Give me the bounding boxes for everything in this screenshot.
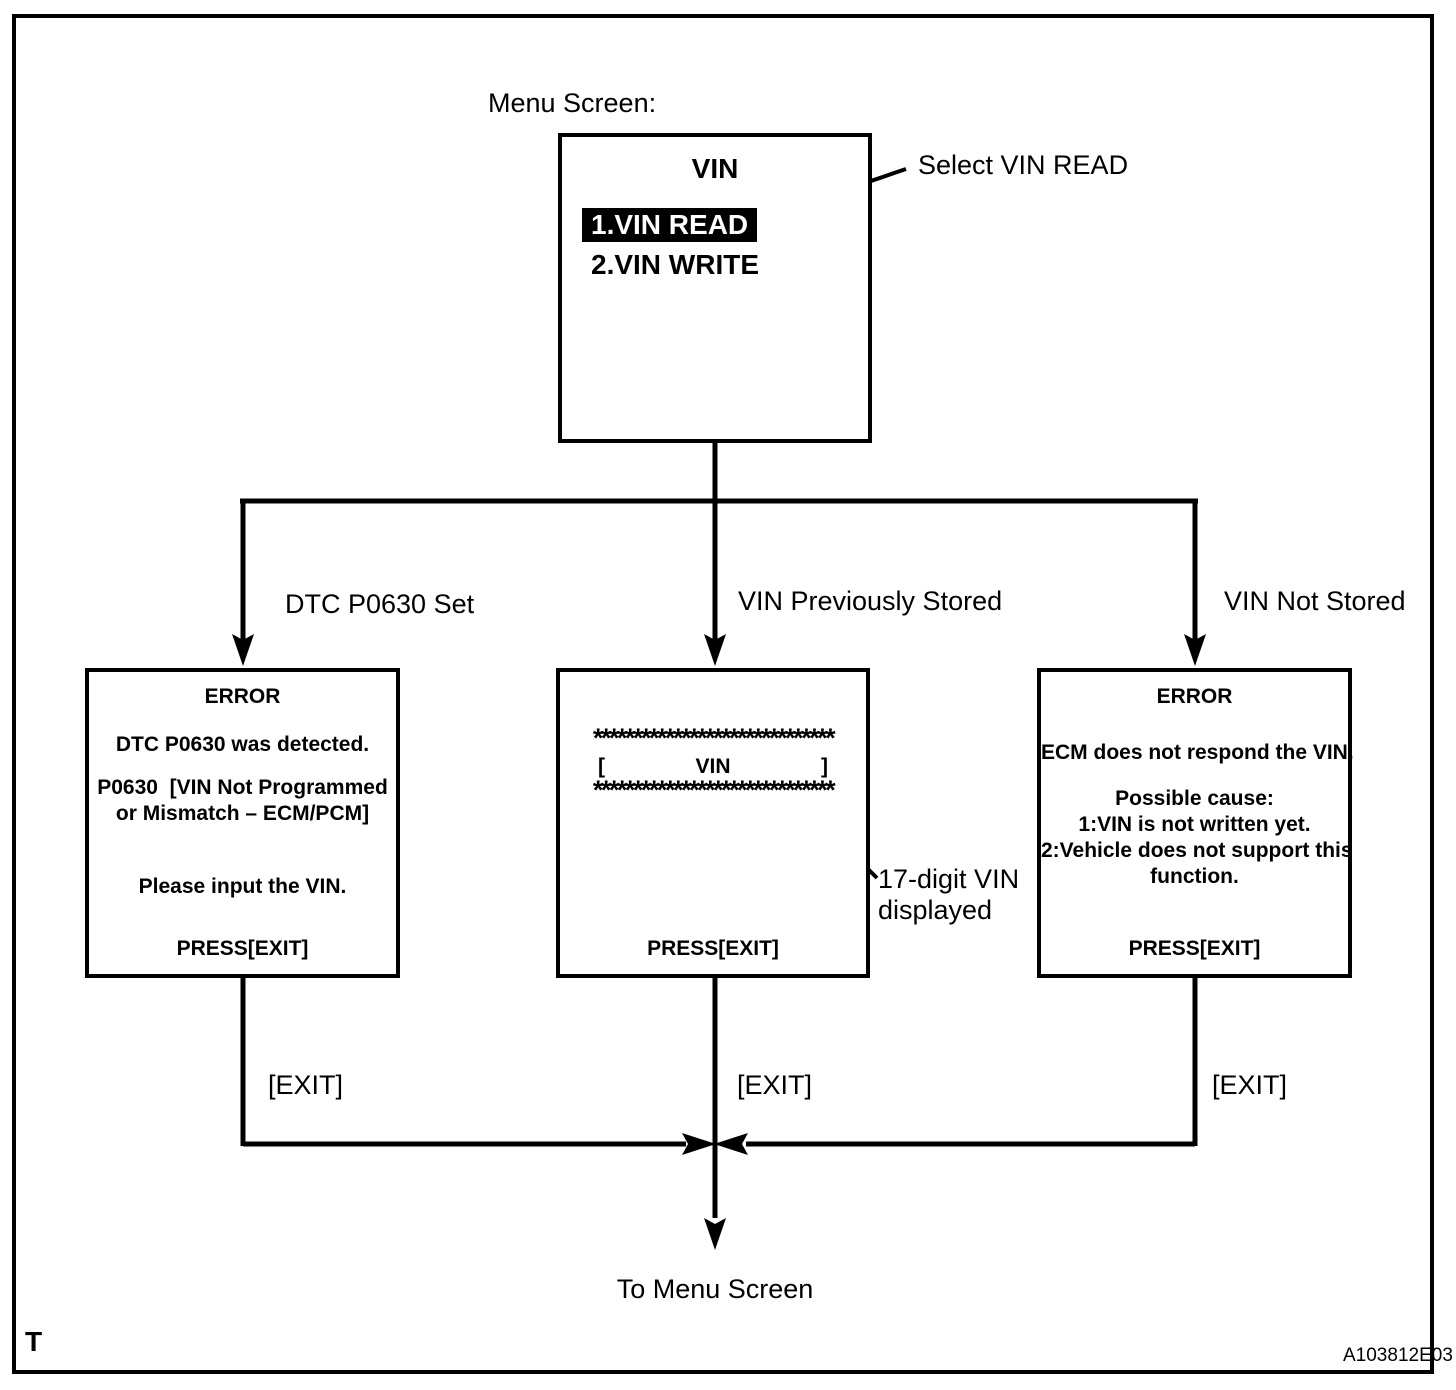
error-dtc-line2: P0630 [VIN Not Programmed bbox=[97, 776, 388, 799]
error-dtc-box: ERROR DTC P0630 was detected. P0630 [VIN… bbox=[85, 668, 400, 978]
error-dtc-footer: PRESS[EXIT] bbox=[176, 937, 309, 960]
select-vin-read-callout: Select VIN READ bbox=[918, 150, 1129, 180]
vin-displayed-callout-line2: displayed bbox=[878, 895, 993, 925]
arrowhead-to-menu bbox=[704, 1218, 726, 1250]
menu-screen-box: VIN 1.VIN READ 2.VIN WRITE bbox=[558, 133, 872, 443]
error-dtc-line1: DTC P0630 was detected. bbox=[115, 733, 370, 756]
vin-stars-bottom: ****************************** bbox=[592, 775, 836, 805]
arrowhead-merge-left bbox=[714, 1133, 748, 1155]
error-dtc-title: ERROR bbox=[204, 685, 281, 708]
vin-displayed-callout-line1: 17-digit VIN bbox=[878, 864, 1020, 894]
page-border bbox=[12, 14, 1434, 1374]
arrowhead-right-box bbox=[1184, 634, 1206, 666]
menu-item-vin-read: 1.VIN READ bbox=[582, 208, 758, 242]
error-ecm-line5: function. bbox=[1150, 865, 1239, 888]
vin-bracket-open: [ bbox=[598, 755, 605, 778]
branch-label-dtc-set: DTC P0630 Set bbox=[285, 589, 475, 619]
vin-display-footer: PRESS[EXIT] bbox=[647, 937, 779, 960]
branch-label-vin-stored: VIN Previously Stored bbox=[738, 586, 1003, 616]
menu-item-vin-write: 2.VIN WRITE bbox=[591, 249, 760, 280]
vin-display-box: ****************************** [ VIN ] *… bbox=[556, 668, 870, 978]
error-ecm-footer: PRESS[EXIT] bbox=[1128, 937, 1261, 960]
exit-label-middle: [EXIT] bbox=[737, 1070, 813, 1100]
exit-label-left: [EXIT] bbox=[268, 1070, 344, 1100]
figure-id: A103812E03 bbox=[1343, 1345, 1453, 1366]
error-ecm-title: ERROR bbox=[1156, 685, 1233, 708]
arrowhead-merge-right bbox=[682, 1133, 716, 1155]
exit-label-right: [EXIT] bbox=[1212, 1070, 1288, 1100]
error-ecm-line2: Possible cause: bbox=[1115, 787, 1274, 810]
vin-bracket-row: [ VIN ] bbox=[560, 754, 866, 780]
error-ecm-line4: 2:Vehicle does not support this bbox=[1041, 839, 1353, 862]
error-ecm-box: ERROR ECM does not respond the VIN. Poss… bbox=[1037, 668, 1354, 978]
error-dtc-line3: or Mismatch – ECM/PCM] bbox=[115, 802, 370, 825]
vin-display-title: VIN bbox=[695, 755, 731, 778]
vin-stars-top: ****************************** bbox=[592, 723, 836, 753]
arrowhead-middle-box bbox=[704, 634, 726, 666]
vin-bracket-close: ] bbox=[820, 755, 828, 778]
error-ecm-line3: 1:VIN is not written yet. bbox=[1078, 813, 1311, 836]
error-ecm-line1: ECM does not respond the VIN. bbox=[1041, 741, 1354, 764]
page-marker: T bbox=[25, 1326, 43, 1357]
to-menu-screen-label: To Menu Screen bbox=[616, 1274, 814, 1304]
branch-label-vin-not-stored: VIN Not Stored bbox=[1224, 586, 1406, 616]
menu-title: VIN bbox=[691, 153, 739, 184]
error-dtc-line4: Please input the VIN. bbox=[138, 875, 347, 898]
menu-screen-label: Menu Screen: bbox=[488, 88, 657, 118]
arrowhead-left-box bbox=[232, 634, 254, 666]
